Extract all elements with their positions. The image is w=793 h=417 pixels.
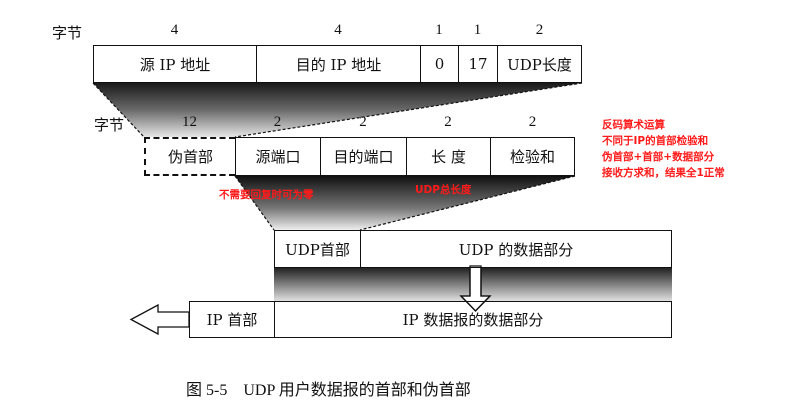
field-udp-header: UDP首部 <box>275 231 361 267</box>
field-pseudo-header: 伪首部 <box>144 137 235 176</box>
byte-label-row2: 字节 <box>94 116 125 134</box>
byte-count: 2 <box>535 22 544 38</box>
figure-caption: 图 5-5 UDP 用户数据报的首部和伪首部 <box>186 382 471 399</box>
byte-count: 2 <box>444 114 452 130</box>
byte-count: 4 <box>334 22 342 38</box>
byte-label-row1: 字节 <box>52 24 83 42</box>
checksum-note-1: 反码算术运算 <box>602 119 665 131</box>
ip-datagram-row: IP 首部 IP 数据报的数据部分 <box>189 301 672 338</box>
byte-count: 1 <box>473 22 482 38</box>
field-zero: 0 <box>421 46 459 82</box>
byte-count: 2 <box>273 114 282 130</box>
field-udp-length: UDP长度 <box>507 55 572 74</box>
length-note: UDP总长度 <box>415 184 472 196</box>
byte-count: 12 <box>182 114 197 130</box>
udp-datagram-row: UDP首部 UDP 的数据部分 <box>274 230 672 268</box>
field-ip-header: IP 首部 <box>190 302 275 337</box>
field-udp-data: UDP 的数据部分 <box>458 240 574 259</box>
field-dest-ip: 目的 IP 地址 <box>257 46 421 82</box>
byte-count: 2 <box>359 114 367 130</box>
checksum-note-3: 伪首部+首部+数据部分 <box>602 151 715 163</box>
field-dest-port: 目的端口 <box>321 138 407 175</box>
udp-header-row: 源端口 目的端口 长 度 检验和 <box>235 137 575 176</box>
byte-count: 2 <box>528 114 537 130</box>
field-length: 长 度 <box>407 138 491 175</box>
field-protocol: 17 <box>459 46 498 82</box>
byte-count: 4 <box>170 22 179 38</box>
field-source-port: 源端口 <box>236 138 321 175</box>
byte-count: 1 <box>435 22 443 38</box>
checksum-note-4: 接收方求和，结果全1正常 <box>602 167 725 179</box>
field-ip-data: IP 数据报的数据部分 <box>402 311 544 329</box>
field-checksum: 检验和 <box>509 148 555 166</box>
source-port-note: 不需要回复时可为零 <box>219 189 314 201</box>
checksum-note-2: 不同于IP的首部检验和 <box>602 135 709 147</box>
field-source-ip: 源 IP 地址 <box>94 46 257 82</box>
pseudo-header-row: 源 IP 地址 目的 IP 地址 0 17 UDP长度 <box>93 45 582 83</box>
